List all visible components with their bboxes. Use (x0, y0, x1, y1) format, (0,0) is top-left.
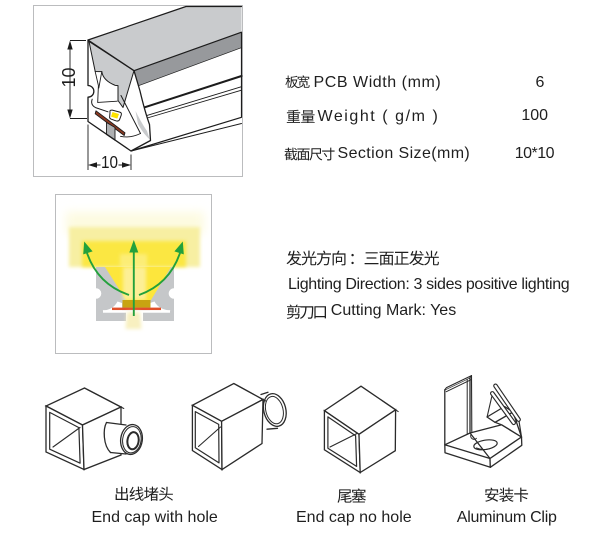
svg-text:10: 10 (101, 152, 118, 172)
svg-text:10: 10 (59, 67, 79, 87)
